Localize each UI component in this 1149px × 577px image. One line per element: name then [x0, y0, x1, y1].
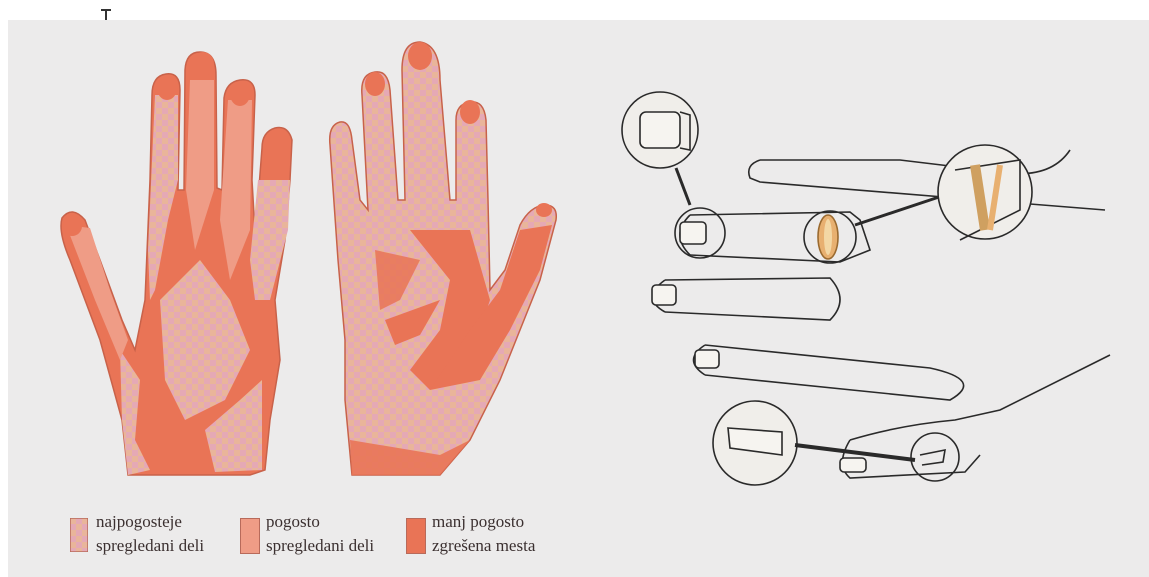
legend: najpogosteje spregledani deli pogosto sp… [70, 510, 590, 560]
legend-label-often-overlooked: pogosto spregledani deli [266, 510, 416, 558]
legend-swatch-often-overlooked [240, 518, 260, 554]
legend-swatch-most-overlooked [70, 518, 88, 552]
legend-item-less-often: manj pogosto zgrešena mesta [406, 510, 586, 560]
hand-palm-illustration [330, 42, 557, 475]
legend-item-often-overlooked: pogosto spregledani deli [240, 510, 410, 560]
fingers-ring-illustration [622, 92, 1110, 485]
legend-swatch-less-often [406, 518, 426, 554]
legend-label-most-overlooked: najpogosteje spregledani deli [96, 510, 246, 558]
hand-back-illustration [61, 52, 292, 475]
legend-label-less-often: manj pogosto zgrešena mesta [432, 510, 582, 558]
legend-item-most-overlooked: najpogosteje spregledani deli [70, 510, 240, 560]
